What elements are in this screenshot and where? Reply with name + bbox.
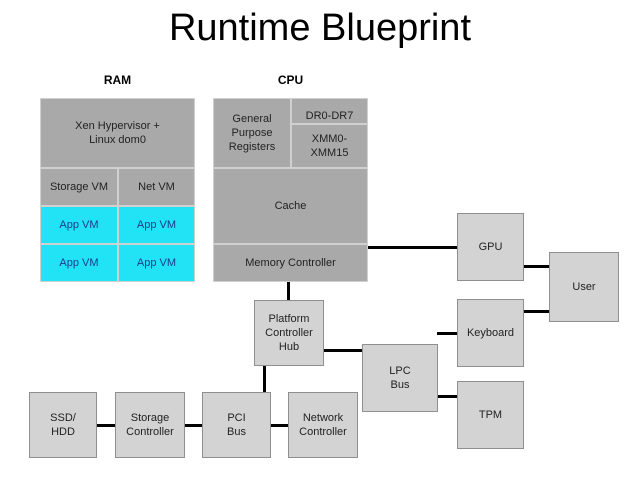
app-vm-box: App VM (118, 206, 195, 244)
network-controller-box: Network Controller (288, 392, 358, 458)
connector-pch-pci (263, 366, 266, 392)
connector-keyboard-user (523, 310, 550, 313)
connector-pch-lpc (323, 349, 363, 352)
connector-storagectrl-pci (184, 424, 203, 427)
cache-box: Cache (213, 168, 368, 244)
keyboard-box: Keyboard (457, 299, 524, 367)
pci-bus-box: PCI Bus (202, 392, 271, 458)
connector-memctrl-gpu (366, 246, 458, 249)
app-vm-box: App VM (118, 244, 195, 282)
diagram-title: Runtime Blueprint (168, 7, 472, 49)
ssd-hdd-box: SSD/ HDD (29, 392, 97, 458)
xen-hypervisor-box: Xen Hypervisor + Linux dom0 (40, 98, 195, 168)
connector-pci-netctrl (270, 424, 289, 427)
memory-controller-box: Memory Controller (213, 244, 368, 282)
user-box: User (549, 252, 619, 322)
debug-registers-box: DR0-DR7 (291, 98, 368, 124)
connector-memctrl-pch (287, 282, 290, 300)
storage-controller-box: Storage Controller (115, 392, 185, 458)
ram-label: RAM (103, 73, 132, 87)
xmm-registers-box: XMM0- XMM15 (291, 124, 368, 168)
app-vm-box: App VM (40, 244, 118, 282)
app-vm-box: App VM (40, 206, 118, 244)
storage-vm-box: Storage VM (40, 168, 118, 206)
platform-controller-hub-box: Platform Controller Hub (254, 300, 324, 366)
connector-gpu-user (523, 265, 550, 268)
general-purpose-registers-box: General Purpose Registers (213, 98, 291, 168)
net-vm-box: Net VM (118, 168, 195, 206)
cpu-label: CPU (277, 73, 304, 87)
connector-lpc-tpm (437, 395, 457, 398)
connector-ssd-storagectrl (96, 424, 115, 427)
lpc-bus-box: LPC Bus (362, 344, 438, 412)
gpu-box: GPU (457, 213, 524, 281)
connector-lpc-keyboard (437, 332, 457, 335)
tpm-box: TPM (457, 381, 524, 449)
